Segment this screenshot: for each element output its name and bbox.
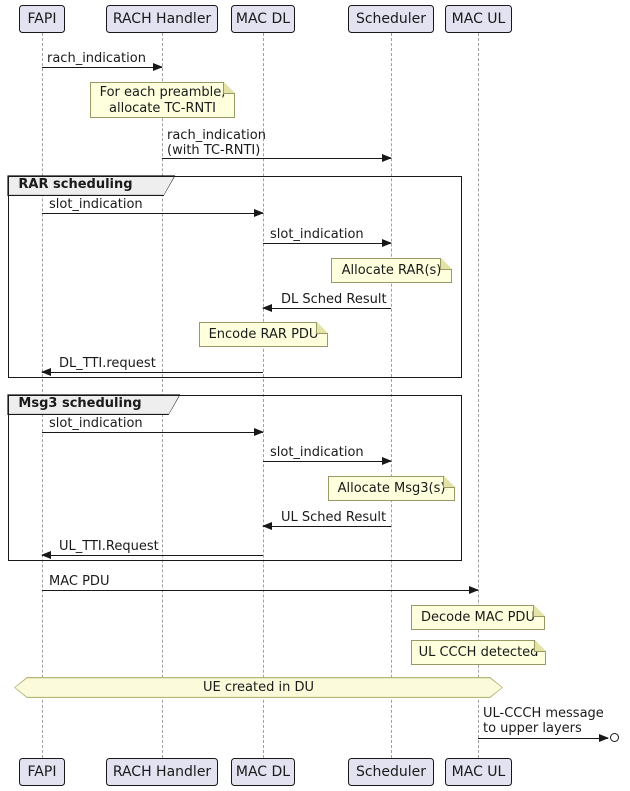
message-label: slot_indication [270, 445, 364, 460]
note-fold-icon [441, 258, 452, 269]
message-arrow [41, 367, 263, 376]
arrowhead-right-icon [382, 456, 392, 465]
arrowhead-left-icon [41, 367, 51, 376]
frame-tab-fill [9, 177, 174, 195]
hnote-ue-created: UE created in DU [14, 677, 503, 698]
message-arrow [262, 521, 391, 530]
frame-tab: Msg3 scheduling [7, 394, 180, 415]
arrowhead-right-icon [254, 427, 264, 436]
message-arrow [42, 585, 479, 594]
message-label: rach_indication [47, 51, 146, 66]
message-arrow [262, 303, 391, 312]
note-allocate-rar: Allocate RAR(s) [331, 258, 452, 283]
participant-mac-ul-top: MAC UL [445, 5, 512, 33]
message-arrow [42, 427, 264, 436]
note-fold-icon [224, 82, 235, 93]
message-label: DL Sched Result [281, 292, 387, 307]
participant-rach-handler-bottom: RACH Handler [106, 758, 218, 786]
lifeline-mac-ul [478, 33, 479, 758]
message-label: MAC PDU [49, 574, 110, 589]
participant-scheduler-top: Scheduler [348, 5, 434, 33]
note-decode-mac-pdu: Decode MAC PDU [411, 605, 545, 630]
participant-scheduler-bottom: Scheduler [348, 758, 434, 786]
frame-msg3-scheduling: Msg3 scheduling [8, 395, 462, 561]
arrowhead-left-icon [262, 303, 272, 312]
participant-mac-dl-bottom: MAC DL [231, 758, 295, 786]
message-arrow [42, 208, 264, 217]
participant-rach-handler-top: RACH Handler [106, 5, 218, 33]
arrowhead-left-icon [262, 521, 272, 530]
participant-mac-ul-bottom: MAC UL [445, 758, 512, 786]
hnote-text: UE created in DU [15, 678, 502, 697]
note-fold-icon [444, 476, 455, 487]
frame-tab-fill [9, 396, 179, 414]
message-label: slot_indication [49, 197, 143, 212]
arrowhead-right-icon [254, 208, 264, 217]
note-for-each-preamble: For each preamble, allocate TC-RNTI [90, 82, 235, 118]
participant-fapi-bottom: FAPI [19, 758, 65, 786]
note-ul-ccch-detected: UL CCCH detected [411, 640, 546, 665]
message-arrow [263, 456, 392, 465]
note-encode-rar-pdu: Encode RAR PDU [199, 322, 328, 347]
arrowhead-left-icon [41, 550, 51, 559]
arrowhead-right-icon [153, 62, 163, 71]
frame-rar-scheduling: RAR scheduling [8, 176, 462, 378]
frame-title: RAR scheduling [18, 177, 133, 193]
arrowhead-right-icon [382, 153, 392, 162]
message-label: UL_TTI.Request [59, 539, 159, 554]
note-allocate-msg3: Allocate Msg3(s) [328, 476, 455, 501]
message-label: DL_TTI.request [59, 356, 156, 371]
message-arrow [263, 238, 392, 247]
note-fold-icon [535, 640, 546, 651]
message-label: rach_indication (with TC-RNTI) [167, 128, 266, 158]
arrowhead-right-icon [382, 238, 392, 247]
message-arrow [162, 153, 392, 162]
message-arrow [41, 550, 263, 559]
participant-fapi-top: FAPI [19, 5, 65, 33]
frame-tab: RAR scheduling [7, 175, 175, 196]
message-label: slot_indication [270, 227, 364, 242]
message-arrow [478, 733, 609, 742]
message-label: slot_indication [49, 416, 143, 431]
participant-mac-dl-top: MAC DL [231, 5, 295, 33]
arrowhead-right-icon [599, 733, 609, 742]
message-label: UL Sched Result [281, 510, 387, 525]
note-fold-icon [317, 322, 328, 333]
arrowhead-right-icon [469, 585, 479, 594]
note-fold-icon [534, 605, 545, 616]
lost-message-circle-icon [610, 733, 619, 742]
frame-title: Msg3 scheduling [18, 396, 142, 412]
message-label: UL-CCCH message to upper layers [483, 706, 604, 736]
message-arrow [42, 62, 163, 71]
